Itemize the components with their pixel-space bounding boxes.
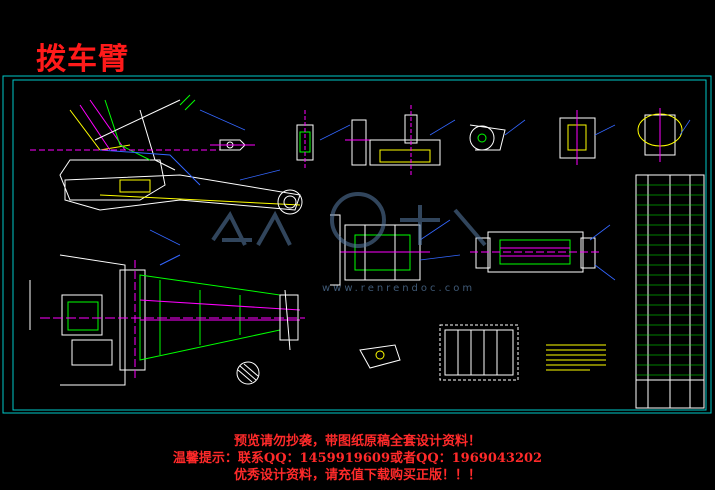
detail-view-support-block <box>369 105 441 175</box>
drawing-title: 拨车臂 <box>36 42 129 77</box>
outer-frame <box>2 75 712 414</box>
plan-view <box>29 254 305 386</box>
footer-line-2: 温馨提示：联系QQ：1459919609或者QQ：1969043202 <box>172 451 543 466</box>
detail-view-base-plate <box>439 324 519 381</box>
section-view-roller <box>470 231 602 273</box>
detail-view-pin <box>210 139 255 151</box>
watermark-url: www.renrendoc.com <box>322 283 475 294</box>
detail-view-shaft <box>296 110 314 170</box>
parts-list-table <box>635 174 705 409</box>
main-elevation-view <box>30 94 303 215</box>
detail-view-cam <box>469 124 506 151</box>
inner-frame <box>12 79 707 411</box>
detail-view-lever <box>359 344 401 369</box>
detail-view-flange <box>637 108 683 162</box>
footer-line-3: 优秀设计资料，请充值下载购买正版！！！ <box>233 468 481 483</box>
detail-view-bracket <box>559 110 596 165</box>
footer-line-1: 预览请勿抄袭，带图纸原稿全套设计资料！ <box>233 434 481 449</box>
leader-lines <box>149 109 691 281</box>
section-view-assembly <box>330 214 430 286</box>
technical-notes <box>546 344 606 371</box>
watermark-logo <box>211 192 487 248</box>
